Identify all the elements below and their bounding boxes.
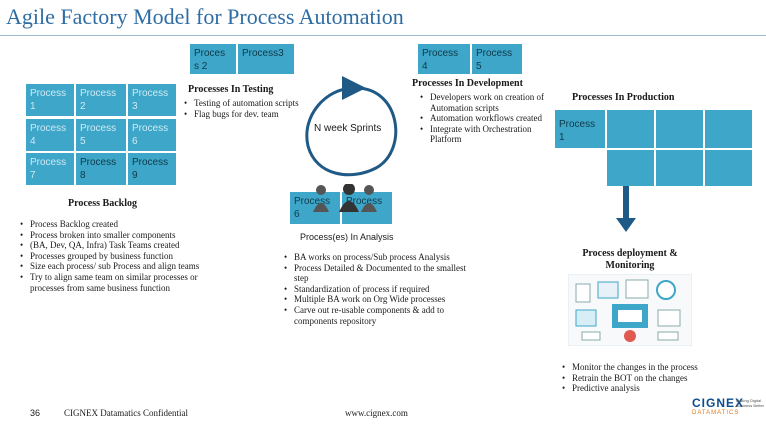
list-item: Retrain the BOT on the changes — [562, 373, 766, 384]
production-cell-empty — [656, 110, 703, 148]
backlog-list: Process Backlog created Process broken i… — [18, 219, 218, 293]
production-cell-empty — [607, 110, 654, 148]
monitoring-heading: Process deployment & Monitoring — [582, 248, 678, 271]
list-item: Testing of automation scripts — [184, 98, 312, 109]
company-logo: CIGNEX DATAMATICS Making Digital Busines… — [692, 396, 764, 424]
development-list: Developers work on creation of Automatio… — [418, 92, 546, 145]
production-cell-empty — [705, 150, 752, 186]
testing-cell-process-3: Process3 — [238, 44, 294, 74]
analysis-list: BA works on process/Sub process Analysis… — [282, 252, 470, 326]
testing-cell-process-2: Proces s 2 — [190, 44, 236, 74]
production-heading: Processes In Production — [572, 92, 675, 103]
confidential-note: CIGNEX Datamatics Confidential — [64, 408, 188, 418]
title-underline — [0, 35, 766, 36]
testing-list: Testing of automation scripts Flag bugs … — [182, 98, 312, 119]
deployment-arrow — [616, 186, 636, 232]
list-item: Processes grouped by business function — [20, 251, 218, 262]
list-item: Process Detailed & Documented to the sma… — [284, 263, 470, 284]
page-number: 36 — [30, 408, 41, 418]
list-item: Try to align same team on similar proces… — [20, 272, 218, 293]
list-item: Integrate with Orchestration Platform — [420, 124, 546, 145]
page-title: Agile Factory Model for Process Automati… — [6, 4, 404, 29]
list-item: Standardization of process if required — [284, 284, 470, 295]
dev-cell-process-5: Process 5 — [472, 44, 522, 74]
production-cell-empty — [705, 110, 752, 148]
production-cell-process-1: Process 1 — [555, 110, 605, 148]
list-item: Monitor the changes in the process — [562, 362, 766, 373]
list-item: Process Backlog created — [20, 219, 218, 230]
analysis-cell-process-6: Process 6 — [290, 192, 340, 224]
list-item: Multiple BA work on Org Wide processes — [284, 294, 470, 305]
production-cell-empty — [656, 150, 703, 186]
list-item: Developers work on creation of Automatio… — [420, 92, 546, 113]
production-cell-empty — [607, 150, 654, 186]
backlog-heading: Process Backlog — [68, 198, 137, 209]
monitoring-dashboard-icon — [568, 274, 692, 346]
people-icon — [313, 184, 377, 212]
testing-heading: Processes In Testing — [188, 84, 274, 95]
list-item: Automation workflows created — [420, 113, 546, 124]
website-url: www.cignex.com — [345, 408, 408, 418]
development-heading: Processes In Development — [412, 78, 523, 89]
list-item: Size each process/ sub Process and align… — [20, 261, 218, 272]
logo-text: CIGNEX — [692, 396, 745, 410]
sprint-label: N week Sprints — [314, 123, 382, 134]
logo-tagline: Making Digital Business Better — [736, 398, 765, 408]
dev-cell-process-4: Process 4 — [418, 44, 470, 74]
analysis-heading: Process(es) In Analysis — [300, 232, 394, 242]
monitoring-list: Monitor the changes in the process Retra… — [560, 362, 766, 394]
logo-subtext: DATAMATICS — [692, 410, 740, 416]
list-item: Process broken into smaller components — [20, 230, 218, 241]
list-item: Flag bugs for dev. team — [184, 109, 312, 120]
list-item: (BA, Dev, QA, Infra) Task Teams created — [20, 240, 218, 251]
list-item: BA works on process/Sub process Analysis — [284, 252, 470, 263]
list-item: Predictive analysis — [562, 383, 766, 394]
list-item: Carve out re-usable components & add to … — [284, 305, 470, 326]
sprint-cycle-arrow — [305, 76, 398, 177]
